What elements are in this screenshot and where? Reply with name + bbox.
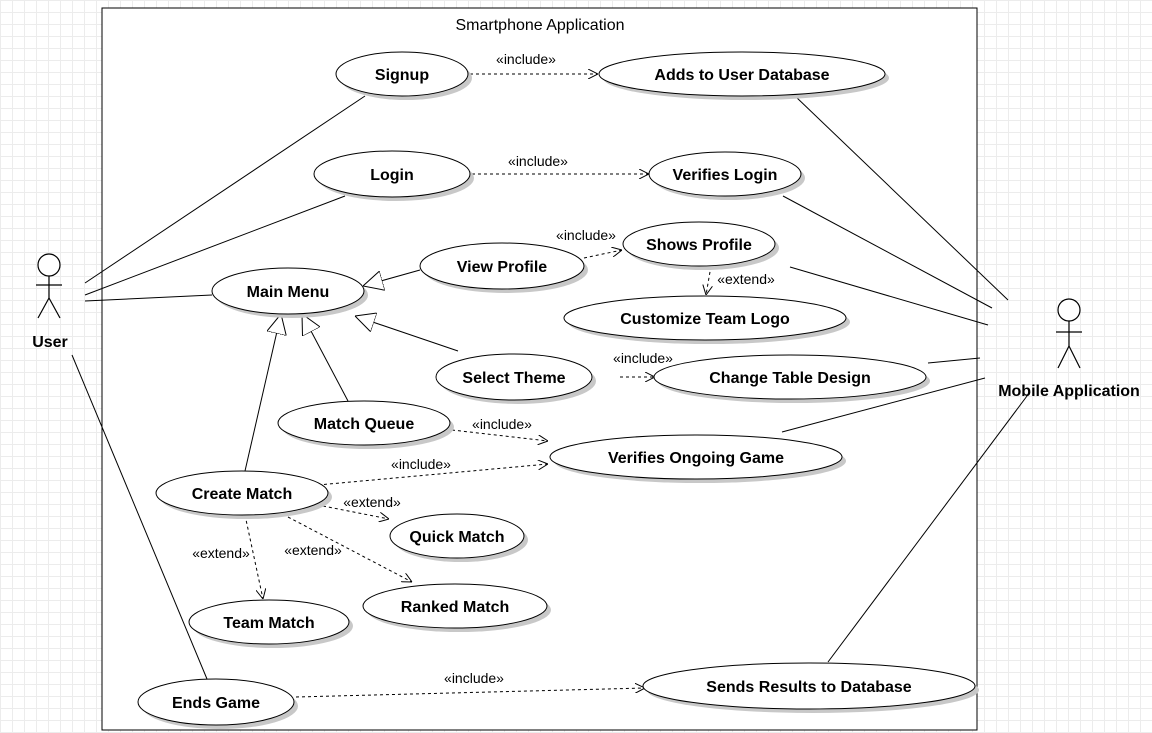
use-case-ellipse: [419, 242, 585, 290]
use-case-change-table[interactable]: Change Table Design: [653, 354, 930, 403]
use-case-label: Adds to User Database: [654, 67, 829, 84]
use-case-label: Main Menu: [247, 284, 330, 301]
use-case-ellipse: [648, 151, 802, 197]
actor-user[interactable]: User: [32, 253, 68, 351]
use-case-ellipse: [642, 662, 976, 710]
association-user-login: [84, 195, 346, 296]
use-case-label: Verifies Ongoing Game: [608, 450, 784, 467]
use-case-ellipse: [389, 513, 525, 559]
dependency-view-profile-to-shows-profile: [583, 250, 622, 259]
use-case-main-menu[interactable]: Main Menu: [211, 267, 368, 318]
use-case-label: Match Queue: [314, 416, 415, 433]
actor-mobile-head: [1057, 298, 1081, 322]
use-case-ellipse: [335, 51, 469, 97]
use-case-label: Customize Team Logo: [620, 311, 790, 328]
use-case-match-queue[interactable]: Match Queue: [277, 400, 454, 449]
use-case-view-profile[interactable]: View Profile: [419, 242, 588, 293]
use-case-label: Sends Results to Database: [706, 679, 912, 696]
actor-mobile-label: Mobile Application: [998, 383, 1140, 400]
use-case-ellipse: [622, 221, 776, 267]
dependency-create-match-to-team-match: [244, 514, 263, 599]
stereotype-label: «include»: [496, 51, 556, 67]
use-case-ellipse: [435, 353, 593, 401]
association-mobile-adds-db: [794, 95, 1009, 301]
association-user-main-menu: [84, 294, 213, 302]
use-case-label: Team Match: [223, 615, 314, 632]
use-case-ellipse: [188, 599, 350, 645]
use-case-ranked-match[interactable]: Ranked Match: [362, 583, 551, 632]
use-case-sends-results[interactable]: Sends Results to Database: [642, 662, 979, 713]
stereotype-label: «include»: [444, 670, 504, 686]
stereotype-label: «include»: [472, 416, 532, 432]
dependency-shows-profile-to-customize-logo: [706, 265, 711, 295]
use-case-adds-db[interactable]: Adds to User Database: [598, 51, 889, 100]
association-mobile-verifies-game: [781, 377, 986, 433]
system-title: Smartphone Application: [456, 17, 625, 34]
generalization-create-match-to-main-menu: [244, 314, 281, 472]
use-case-label: Quick Match: [409, 529, 504, 546]
use-case-label: Change Table Design: [709, 370, 871, 387]
stereotype-label: «include»: [613, 350, 673, 366]
use-case-label: Shows Profile: [646, 237, 752, 254]
use-case-team-match[interactable]: Team Match: [188, 599, 353, 648]
generalization-match-queue-to-main-menu: [302, 314, 349, 402]
dependency-create-match-to-quick-match: [322, 505, 389, 519]
actor-mobile-application[interactable]: Mobile Application: [998, 298, 1140, 400]
dependency-create-match-to-ranked-match: [287, 516, 412, 582]
use-case-ellipse: [137, 678, 295, 726]
use-case-verifies-login[interactable]: Verifies Login: [648, 151, 805, 200]
dependency-create-match-to-verifies-game: [317, 464, 548, 486]
use-case-ellipse: [653, 354, 927, 400]
actor-user-label: User: [32, 334, 68, 351]
association-mobile-change-table: [927, 357, 981, 364]
use-case-label: Ranked Match: [401, 599, 509, 616]
association-mobile-verifies-login: [782, 195, 993, 309]
use-case-ends-game[interactable]: Ends Game: [137, 678, 298, 729]
use-case-label: Login: [370, 167, 414, 184]
generalization-select-theme-to-main-menu: [355, 316, 459, 352]
use-case-label: View Profile: [457, 259, 548, 276]
association-user-ends-game: [71, 354, 208, 680]
stereotype-label: «extend»: [284, 542, 342, 558]
stereotype-label: «extend»: [343, 494, 401, 510]
use-case-customize-logo[interactable]: Customize Team Logo: [563, 295, 850, 344]
use-case-label: Verifies Login: [673, 167, 778, 184]
use-case-label: Ends Game: [172, 695, 260, 712]
use-case-login[interactable]: Login: [313, 150, 474, 201]
actor-user-head: [37, 253, 61, 277]
use-case-verifies-game[interactable]: Verifies Ongoing Game: [549, 434, 846, 483]
use-case-quick-match[interactable]: Quick Match: [389, 513, 528, 562]
association-mobile-shows-profile: [789, 266, 989, 326]
use-case-signup[interactable]: Signup: [335, 51, 472, 100]
use-case-label: Signup: [375, 67, 429, 84]
use-case-shows-profile[interactable]: Shows Profile: [622, 221, 779, 270]
use-case-ellipse: [211, 267, 365, 315]
actor-mobile-left-leg: [1057, 345, 1070, 369]
use-case-ellipse: [313, 150, 471, 198]
use-case-ellipse: [549, 434, 843, 480]
actor-user-left-leg: [37, 297, 50, 319]
stereotype-label: «include»: [391, 456, 451, 472]
stereotype-label: «extend»: [192, 545, 250, 561]
use-case-ellipse: [563, 295, 847, 341]
association-mobile-sends-results: [827, 391, 1031, 663]
dependency-ends-game-to-sends-results: [295, 688, 645, 698]
stereotype-label: «extend»: [717, 271, 775, 287]
stereotype-label: «include»: [508, 153, 568, 169]
generalization-view-profile-to-main-menu: [363, 269, 421, 286]
use-case-label: Select Theme: [462, 370, 565, 387]
use-case-label: Create Match: [192, 486, 292, 503]
use-case-ellipse: [598, 51, 886, 97]
use-case-select-theme[interactable]: Select Theme: [435, 353, 596, 404]
use-case-ellipse: [362, 583, 548, 629]
association-user-signup: [84, 95, 366, 284]
stereotype-label: «include»: [556, 227, 616, 243]
use-case-ellipse: [155, 470, 329, 516]
actor-mobile-right-leg: [1068, 345, 1081, 369]
actor-user-right-leg: [48, 297, 61, 319]
use-case-create-match[interactable]: Create Match: [155, 470, 332, 519]
use-case-ellipse: [277, 400, 451, 446]
dependency-match-queue-to-verifies-game: [451, 429, 548, 441]
